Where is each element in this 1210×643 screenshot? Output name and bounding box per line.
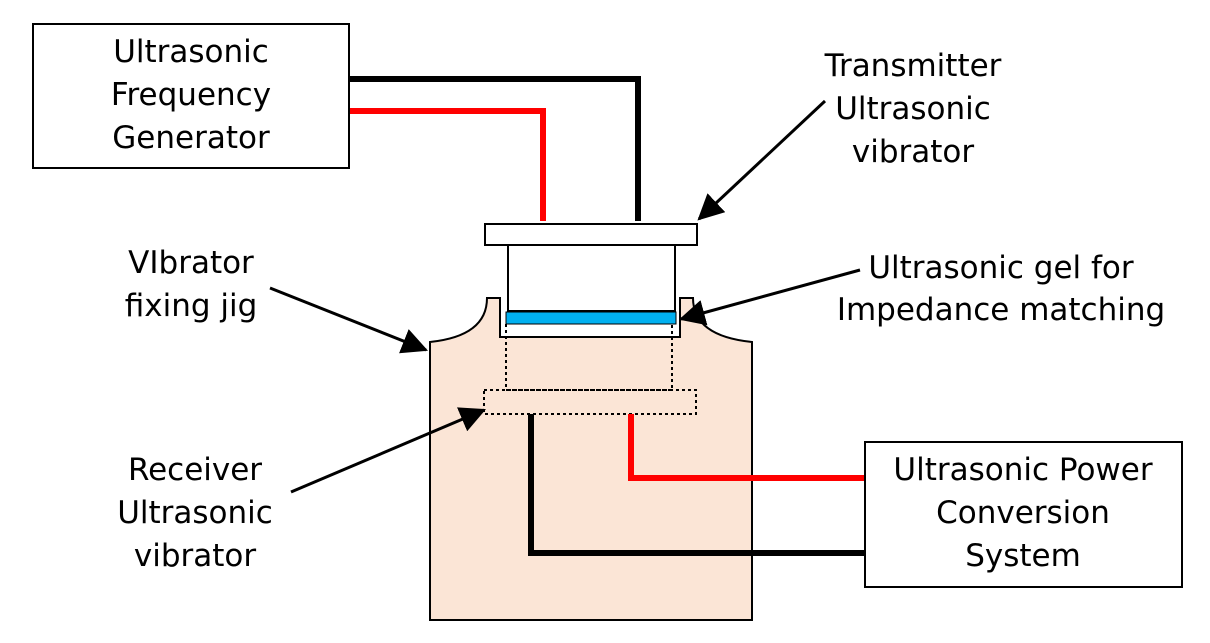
power-conversion-system-box: Ultrasonic Power Conversion System: [864, 441, 1183, 588]
jig-label-line-2: fixing jig: [125, 288, 258, 324]
receiver-positive-wire: [628, 414, 866, 481]
frequency-generator-box: Ultrasonic Frequency Generator: [32, 23, 350, 169]
generator-label-line-3: Generator: [112, 120, 270, 156]
gel-label-line-2: Impedance matching: [837, 292, 1165, 328]
transmitter-label-line-2: Ultrasonic: [835, 91, 991, 127]
receiver-label-line-3: vibrator: [134, 538, 256, 574]
receiver-negative-wire: [528, 414, 866, 556]
transmitter-label-line-1: Transmitter: [824, 48, 1002, 84]
jig-label: VIbrator fixing jig: [125, 245, 258, 324]
ultrasonic-gel-layer: [505, 311, 677, 325]
transmitter-vibrator-plate: [484, 223, 698, 246]
gel-label-line-1: Ultrasonic gel for: [868, 250, 1134, 286]
receiver-arrow: [290, 407, 486, 494]
receiver-vibrator-stem: [505, 322, 673, 391]
transmitter-vibrator-body: [507, 244, 676, 312]
receiver-label-line-2: Ultrasonic: [117, 495, 273, 531]
vibrator-fixing-jig: [429, 297, 753, 621]
gel-label: Ultrasonic gel for Impedance matching: [837, 250, 1165, 328]
jig-arrow: [269, 286, 429, 354]
power-system-label-line-1: Ultrasonic Power: [893, 452, 1152, 488]
power-system-label-line-2: Conversion: [936, 495, 1110, 531]
power-system-label-line-3: System: [965, 538, 1081, 574]
receiver-label: Receiver Ultrasonic vibrator: [117, 452, 273, 574]
transmitter-label-line-3: vibrator: [852, 134, 974, 170]
transmitter-label: Transmitter Ultrasonic vibrator: [824, 48, 1002, 170]
receiver-vibrator-plate: [483, 389, 697, 415]
receiver-label-line-1: Receiver: [128, 452, 262, 488]
jig-label-line-1: VIbrator: [128, 245, 254, 281]
transmitter-arrow: [697, 99, 827, 221]
generator-label-line-2: Frequency: [111, 77, 271, 113]
gel-arrow: [678, 268, 861, 326]
generator-label-line-1: Ultrasonic: [113, 34, 269, 70]
generator-positive-wire: [350, 108, 546, 221]
generator-negative-wire: [350, 76, 641, 221]
